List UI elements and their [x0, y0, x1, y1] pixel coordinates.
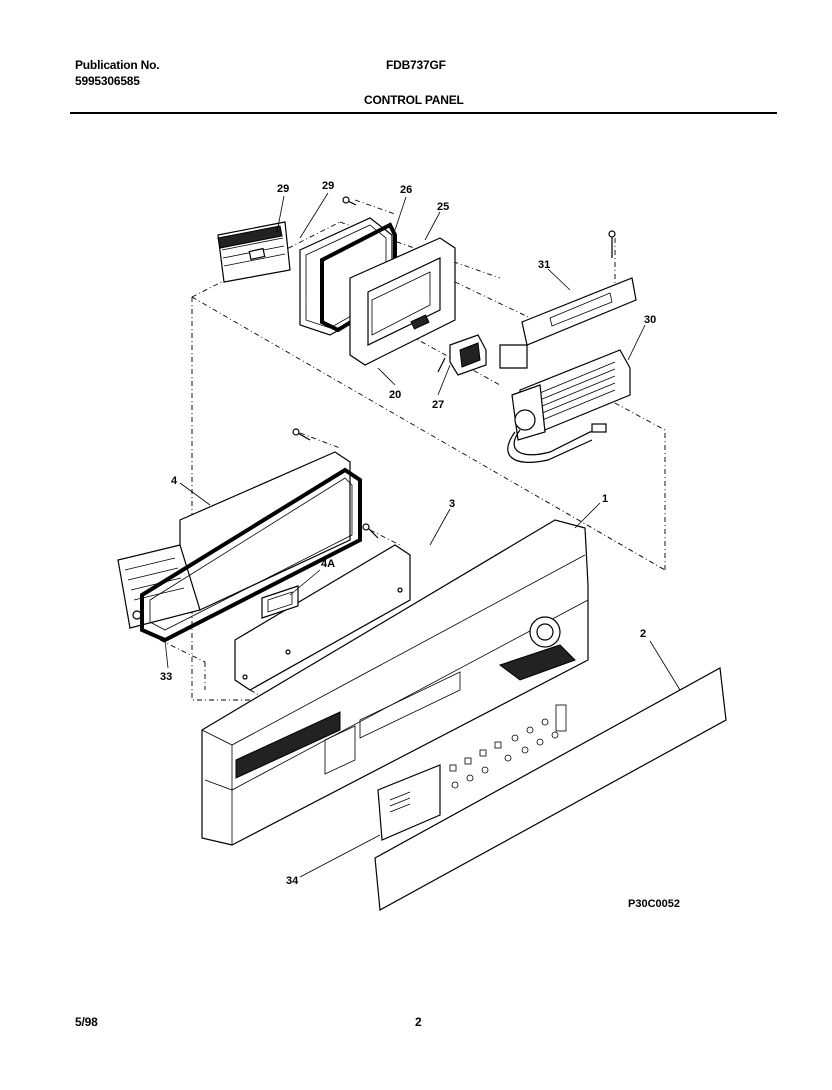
callout-29a: 29	[277, 183, 289, 195]
leader-lines	[164, 192, 681, 878]
footer-page-number: 2	[415, 1015, 422, 1029]
callout-34: 34	[286, 875, 299, 887]
screw	[292, 196, 357, 441]
callout-31: 31	[538, 259, 550, 271]
callout-3: 3	[449, 498, 455, 510]
publication-label: Publication No.	[75, 58, 160, 72]
publication-number: 5995306585	[75, 74, 140, 88]
footer-date: 5/98	[75, 1015, 98, 1029]
callout-33: 33	[160, 671, 172, 683]
callout-27: 27	[432, 399, 444, 411]
callout-4: 4	[171, 475, 178, 487]
model-number: FDB737GF	[386, 58, 446, 72]
part-27-switch	[437, 334, 487, 376]
callout-30: 30	[644, 314, 656, 326]
part-1-control-console	[201, 519, 589, 846]
callout-4A: 4A	[321, 558, 335, 570]
section-title: CONTROL PANEL	[364, 93, 464, 107]
part-30-blower	[507, 349, 631, 463]
callout-25: 25	[437, 201, 449, 213]
callout-1: 1	[602, 493, 608, 505]
callout-29b: 29	[322, 180, 334, 192]
part-34-label	[377, 764, 441, 841]
callout-2: 2	[640, 628, 646, 640]
callout-26: 26	[400, 184, 412, 196]
drawing-code: P30C0052	[628, 898, 680, 910]
part-31-vent-bracket	[499, 230, 637, 369]
part-2-overlay	[374, 667, 727, 911]
header-rule	[70, 112, 777, 114]
part-25-escutcheon	[349, 237, 456, 366]
part-3-control-board	[234, 523, 411, 691]
part-4A-component	[261, 585, 299, 619]
callout-20: 20	[389, 389, 401, 401]
part-33-gasket	[140, 467, 362, 643]
callout-labels: 29 29 26 25 31 30 20 27 4 3 1 4A 2 33 34…	[160, 180, 680, 910]
part-29-board	[217, 221, 291, 283]
